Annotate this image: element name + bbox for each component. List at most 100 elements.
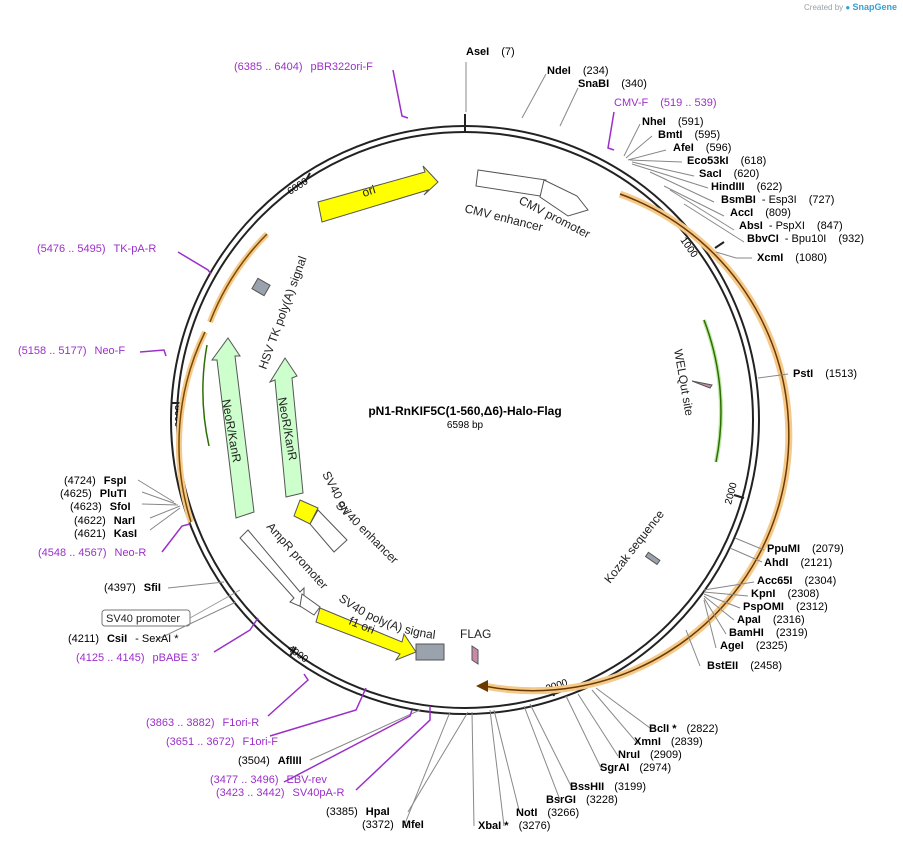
neo-green-line [202,344,210,447]
primer-markers [139,69,615,791]
snapgene-brand: Created by ● SnapGene [804,2,897,12]
enzyme-label: AfeI(596) [673,142,731,154]
enzyme-label: BstEII(2458) [707,660,782,672]
enzyme-label: HindIII(622) [711,181,782,193]
enzyme-label: AseI(7) [466,46,515,58]
ori-label: ori [360,182,377,200]
primer-label: (3863 .. 3882)F1ori-R [146,717,259,729]
enzyme-label: BmtI(595) [658,129,720,141]
sv40-promoter-label-box: SV40 promoter [101,589,241,627]
enzyme-label: NotI(3266) [516,807,579,819]
hsv-tk-polya-feature [251,277,271,297]
enzyme-label: NdeI(234) [547,65,609,77]
enzyme-label: PspOMI(2312) [743,601,828,613]
tick-labels: 1000 2000 3000 4000 5000 6000 [172,176,740,695]
primer-label: (3651 .. 3672)F1ori-F [166,736,278,748]
primer-label: (5476 .. 5495)TK-pA-R [37,243,156,255]
scale-ticks [171,114,745,697]
brand-app-name: SnapGene [852,2,897,12]
primer-label: (3477 .. 3496)EBV-rev [210,774,327,786]
primer-labels: (6385 .. 6404)pBR322ori-F CMV-F(519 .. 5… [18,61,717,799]
enzyme-label: (3504)AflIII [238,755,302,767]
enzyme-label: BamHI(2319) [729,627,808,639]
enzyme-label: (4621)KasI [74,528,137,540]
enzyme-label: XcmI(1080) [757,252,827,264]
enzyme-label: PpuMI(2079) [767,543,844,555]
enzyme-labels: AseI(7) NdeI(234) SnaBI(340) NheI(591) B… [60,46,864,832]
primer-label: CMV-F(519 .. 539) [614,97,717,109]
enzyme-label: XmnI(2839) [634,736,703,748]
primer-label: (4125 .. 4145)pBABE 3' [76,652,199,664]
enzyme-label: AbsI- PspXI(847) [739,220,843,232]
welqut-label: WELQut site [671,348,697,417]
enzyme-label: XbaI *(3276) [478,820,550,832]
enzyme-label: ApaI(2316) [737,614,805,626]
enzyme-label: SnaBI(340) [578,78,647,90]
f1-ori-feature [315,607,417,662]
enzyme-label: KpnI(2308) [751,588,819,600]
flag-feature [471,645,479,665]
hsv-tk-polya-label: HSV TK poly(A) signal [256,254,310,371]
enzyme-label: BsrGI(3228) [546,794,618,806]
primer-label: (4548 .. 4567)Neo-R [38,547,146,559]
snapgene-logo-icon: ● [845,3,851,12]
enzyme-leader-lines [137,62,789,827]
primer-label: (3423 .. 3442)SV40pA-R [216,787,345,799]
hsv-orf-arc [207,231,270,324]
kozak-feature [644,551,661,566]
plasmid-name: pN1-RnKIF5C(1-560,Δ6)-Halo-Flag [368,404,561,418]
sv40-promoter-label: SV40 promoter [106,613,180,625]
enzyme-label: Eco53kI(618) [687,155,766,167]
enzyme-label: NheI(591) [642,116,704,128]
flag-label: FLAG [460,627,491,641]
enzyme-label: SgrAI(2974) [600,762,671,774]
halo-feature [415,643,445,661]
enzyme-label: PstI(1513) [793,368,857,380]
enzyme-label: (4622)NarI [74,515,135,527]
sv40-enhancer-label: SV40 enhancer [333,498,401,566]
welqut-green-arc [702,319,723,463]
main-orf-arrowhead [476,680,488,692]
welqut-feature [691,380,713,389]
enzyme-label: BssHII(3199) [570,781,646,793]
enzyme-label: (4211)CsiI- SexAI * [68,633,179,645]
enzyme-label: (3372)MfeI [362,819,424,831]
tick-2000 [733,494,745,499]
neor-inner-feature [268,357,304,498]
neo-orf-arc-line [178,331,206,523]
sv40-enhancer-feature [309,509,348,553]
ori-feature [317,165,439,223]
enzyme-label: AhdI(2121) [764,557,832,569]
cmv-enhancer-feature [475,169,547,197]
primer-label: (6385 .. 6404)pBR322ori-F [234,61,373,73]
cmv-promoter-feature [539,179,589,217]
enzyme-label: (3385)HpaI [326,806,390,818]
tick-4000 [289,646,297,657]
hsv-orf-arc-line [209,233,268,323]
primer-label: (5158 .. 5177)Neo-F [18,345,125,357]
kozak-label: Kozak sequence [601,507,667,586]
tick-label-2000: 2000 [723,481,739,506]
neor-outer-feature [211,337,255,519]
enzyme-label: (4724)FspI [64,475,126,487]
main-orf-arc-line [483,193,790,692]
sv40-promoter-leader [189,589,241,619]
tick-1000 [714,241,725,249]
tick-6000 [304,172,311,183]
enzyme-label: NruI(2909) [618,749,682,761]
enzyme-label: AgeI(2325) [720,640,788,652]
enzyme-label: BbvCI- Bpu10I(932) [747,233,864,245]
ampr-promoter-feature [239,529,305,609]
enzyme-label: BclI *(2822) [649,723,718,735]
enzyme-label: AccI(809) [730,207,791,219]
enzyme-label: Acc65I(2304) [757,575,836,587]
enzyme-label: (4625)PluTI [60,488,127,500]
sv40-polya-feature [299,593,321,616]
orange-arcs [175,190,793,695]
enzyme-label: SacI(620) [699,168,759,180]
tick-label-5000: 5000 [172,405,183,428]
welqut-green-line [703,319,722,463]
plasmid-size: 6598 bp [447,420,484,431]
enzyme-label: BsmBI- Esp3I(727) [721,194,834,206]
